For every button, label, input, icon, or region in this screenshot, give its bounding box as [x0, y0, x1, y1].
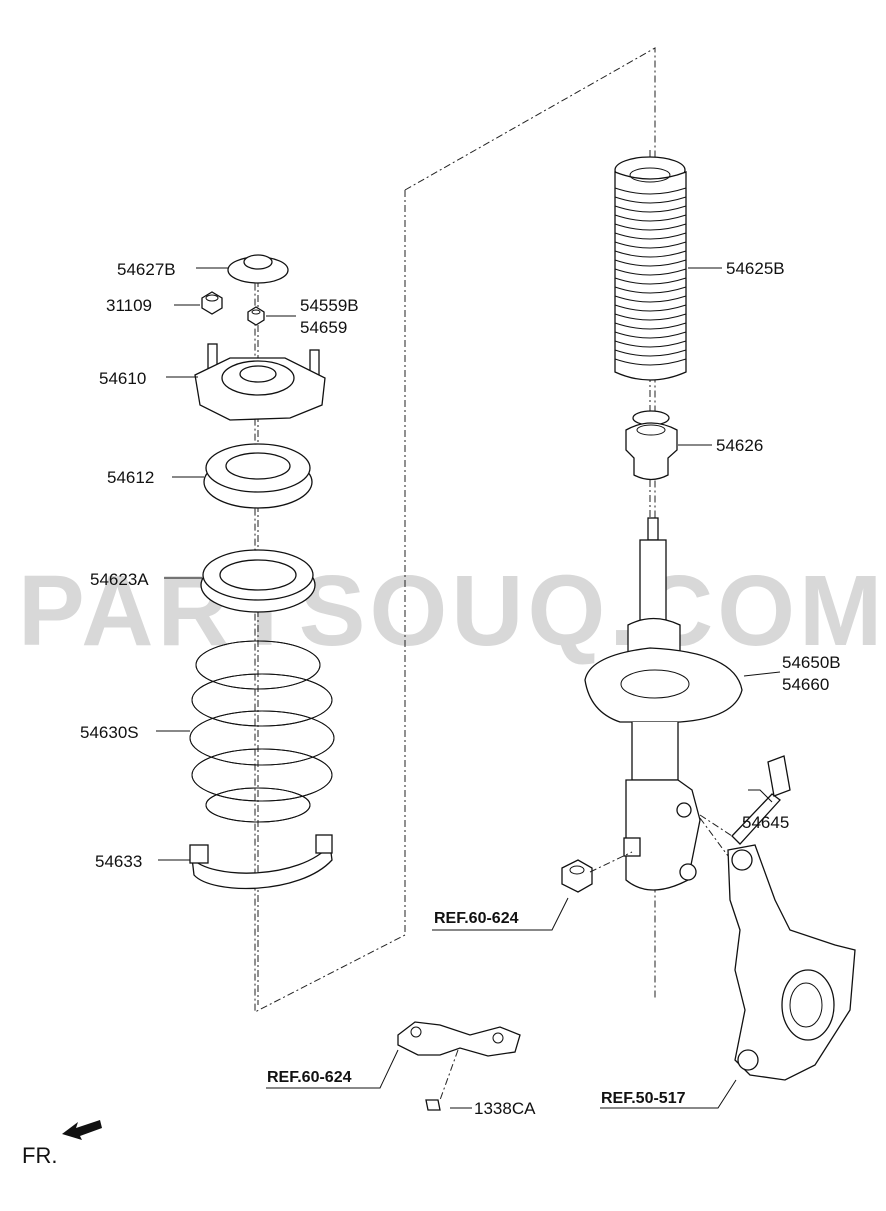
front-direction-arrow-icon	[62, 1120, 102, 1140]
label-54559B[interactable]: 54559B	[300, 296, 359, 315]
ref-knuckle[interactable]: REF.50-517	[601, 1090, 686, 1107]
label-54610[interactable]: 54610	[99, 369, 146, 388]
boot-fold	[614, 313, 687, 321]
boot-fold	[614, 259, 687, 267]
boot-fold	[614, 196, 687, 204]
label-31109[interactable]: 31109	[106, 296, 152, 315]
label-54659[interactable]: 54659	[300, 318, 347, 337]
boot-fold	[614, 349, 687, 357]
part-54630S-coil-spring[interactable]	[189, 640, 335, 823]
part-54612-bearing[interactable]	[203, 443, 313, 509]
boot-fold	[614, 250, 687, 258]
leader-lines	[156, 267, 781, 1109]
label-54645[interactable]: 54645	[742, 813, 789, 832]
ref-knuckle-nut[interactable]: REF.60-624	[434, 910, 519, 927]
assembly-frame	[254, 47, 656, 1013]
boot-fold	[614, 304, 687, 312]
boot-fold	[614, 223, 687, 231]
part-54627B-cap[interactable]	[227, 254, 289, 284]
label-54612[interactable]: 54612	[107, 468, 154, 487]
label-54650B[interactable]: 54650B	[782, 653, 841, 672]
boot-fold	[614, 286, 687, 294]
label-54630S[interactable]: 54630S	[80, 723, 139, 742]
part-54633-lower-pad[interactable]	[189, 834, 333, 890]
watermark: PARTSOUQ.COM	[18, 555, 886, 667]
boot-fold	[614, 187, 687, 195]
part-steering-knuckle[interactable]	[727, 844, 856, 1081]
boot-fold	[614, 241, 687, 249]
boot-fold	[614, 331, 687, 339]
boot-fold	[614, 277, 687, 285]
part-1338CA-clip[interactable]	[425, 1099, 441, 1111]
boot-fold	[614, 295, 687, 303]
part-54623A-spring-pad[interactable]	[200, 549, 316, 613]
part-54645-bolt[interactable]	[731, 755, 791, 845]
boot-fold	[614, 268, 687, 276]
part-54625B-dust-boot[interactable]	[614, 156, 687, 381]
label-54623A[interactable]: 54623A	[90, 570, 149, 589]
label-54633[interactable]: 54633	[95, 852, 142, 871]
boot-fold	[614, 232, 687, 240]
boot-fold	[614, 322, 687, 330]
boot-fold	[614, 205, 687, 213]
part-54559B-nut[interactable]	[247, 306, 265, 326]
ref-bracket[interactable]: REF.60-624	[267, 1069, 352, 1086]
part-31109-nut[interactable]	[201, 291, 223, 315]
part-54626-bump-stopper[interactable]	[625, 410, 678, 481]
part-knuckle-nut[interactable]	[561, 859, 593, 893]
label-54626[interactable]: 54626	[716, 436, 763, 455]
label-54627B[interactable]: 54627B	[117, 260, 176, 279]
boot-fold	[614, 358, 687, 366]
label-1338CA[interactable]: 1338CA	[474, 1099, 536, 1118]
part-54650B-strut-assembly[interactable]	[584, 517, 743, 891]
front-direction-label: FR.	[22, 1143, 57, 1168]
boot-fold	[614, 340, 687, 348]
boot-fold	[614, 214, 687, 222]
part-bracket[interactable]	[397, 1021, 521, 1057]
part-54610-strut-mount[interactable]	[194, 343, 326, 421]
label-54625B[interactable]: 54625B	[726, 259, 785, 278]
label-54660[interactable]: 54660	[782, 675, 829, 694]
